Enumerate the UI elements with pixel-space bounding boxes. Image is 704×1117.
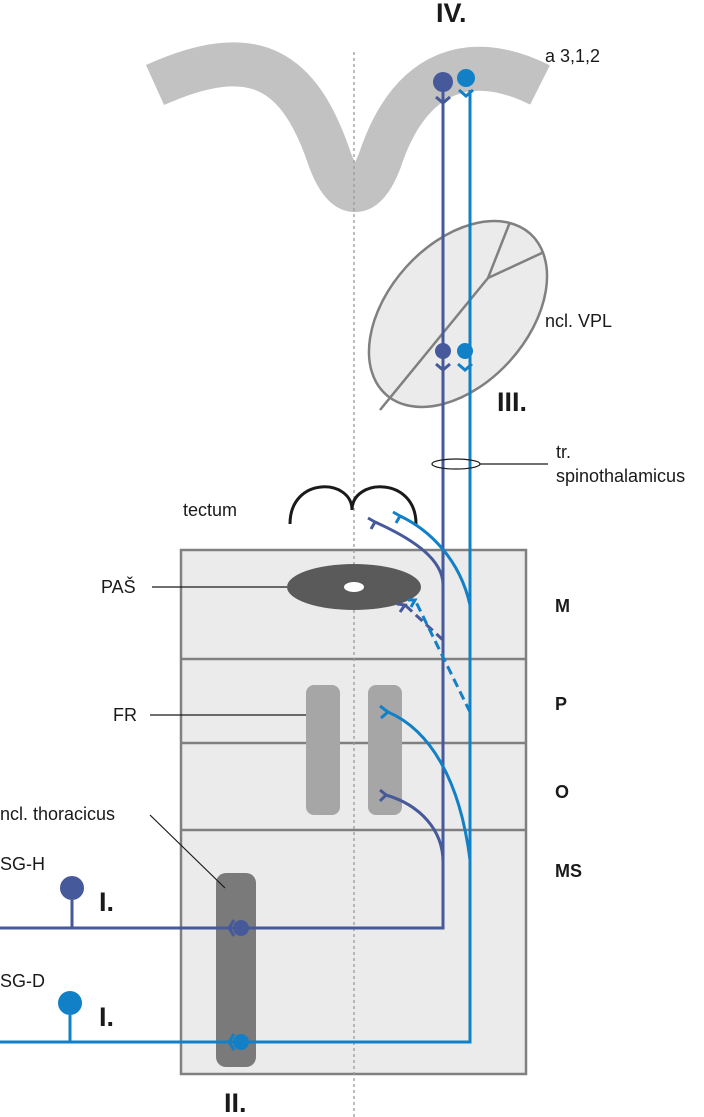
tract-label-line1: tr.: [556, 442, 571, 462]
tectum-outline: [288, 485, 418, 525]
roman-ii: II.: [224, 1088, 247, 1117]
roman-i-top: I.: [99, 887, 114, 917]
vpl-neuron-dark: [435, 343, 451, 359]
roman-i-bottom: I.: [99, 1002, 114, 1032]
vpl-label: ncl. VPL: [545, 311, 612, 331]
sg-d-neuron: [58, 991, 82, 1015]
cortex-gyrus: [145, 42, 550, 212]
vpl-neuron-light: [457, 343, 473, 359]
fr-label: FR: [113, 705, 137, 725]
cortex-neuron-dark: [433, 72, 453, 92]
tectum-label: tectum: [183, 500, 237, 520]
fr-column-right: [368, 685, 402, 815]
roman-iv: IV.: [436, 0, 467, 28]
thoracicus-nucleus: [216, 873, 256, 1067]
thoracicus-neuron-dark: [233, 920, 249, 936]
synapse-terminals: [227, 88, 474, 1051]
tract-label-line2: spinothalamicus: [556, 466, 685, 486]
thoracicus-leader: [149, 814, 226, 889]
cortex-area-label: a 3,1,2: [545, 46, 600, 66]
segment-p-label: P: [555, 694, 567, 714]
tract-marker: [431, 458, 481, 470]
segment-ms-label: MS: [555, 861, 582, 881]
segment-m-label: M: [555, 596, 570, 616]
sg-h-neuron: [60, 876, 84, 900]
light-pathway: [0, 90, 472, 1044]
cortex-neuron-light: [457, 69, 475, 87]
thoracicus-neuron-light: [233, 1034, 249, 1050]
vpl-nucleus: [367, 219, 549, 411]
sg-d-label: SG-D: [0, 971, 45, 991]
segment-o-label: O: [555, 782, 569, 802]
aqueduct: [344, 582, 364, 592]
sg-h-label: SG-H: [0, 854, 45, 874]
fr-column-left: [306, 685, 340, 815]
pas-label: PAŠ: [101, 576, 136, 597]
thoracicus-label: ncl. thoracicus: [0, 804, 115, 824]
roman-iii: III.: [497, 387, 527, 417]
